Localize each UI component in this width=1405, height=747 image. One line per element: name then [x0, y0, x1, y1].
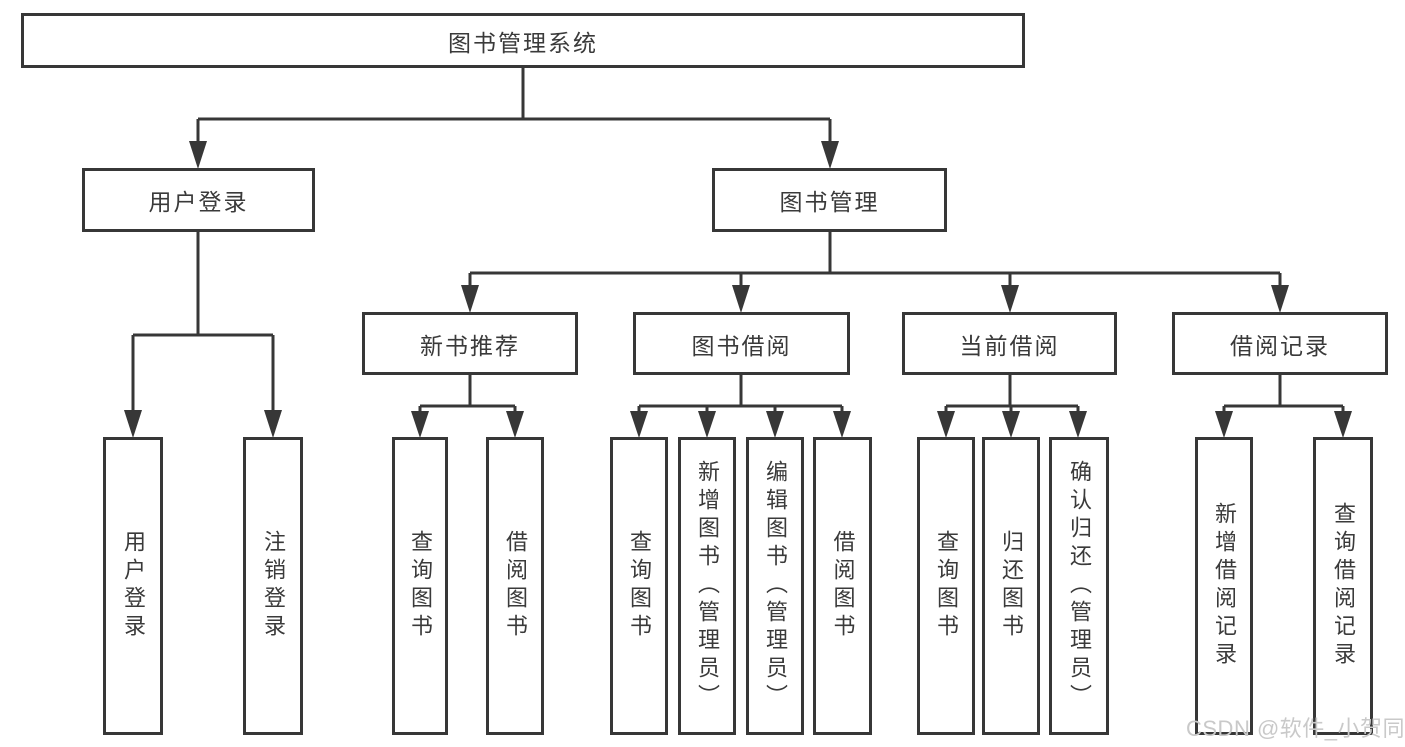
leaf-current-return-books: 归还图书 [982, 437, 1040, 735]
connector-root-to-level2 [196, 66, 832, 144]
leaf-records-add-record: 新增借阅记录 [1195, 437, 1253, 735]
leaf-newbooks-query-books: 查询图书 [392, 437, 448, 735]
node-root-label: 图书管理系统 [448, 29, 598, 56]
connector-bookmgmt-to-level3 [468, 231, 1282, 288]
csdn-watermark: CSDN @软件_小贺同学 [1186, 716, 1405, 741]
connector-userlogin-to-leaves [131, 231, 275, 413]
node-book-management: 图书管理 [712, 168, 947, 232]
leaf-borrow-edit-books-admin: 编辑图书（管理员） [746, 437, 804, 735]
node-user-login-label: 用户登录 [148, 189, 249, 215]
leaf-current-confirm-return-admin: 确认归还（管理员） [1049, 437, 1109, 735]
node-book-borrowing: 图书借阅 [633, 312, 850, 375]
node-root: 图书管理系统 [21, 13, 1025, 68]
connector-current-to-leaves [944, 374, 1080, 414]
connector-records-to-leaves [1222, 374, 1345, 414]
node-new-books: 新书推荐 [362, 312, 578, 375]
node-current-borrowing-label: 当前借阅 [959, 332, 1060, 359]
node-borrowing-records: 借阅记录 [1172, 312, 1388, 375]
leaf-borrow-add-books-admin: 新增图书（管理员） [678, 437, 736, 735]
leaf-records-query-record: 查询借阅记录 [1313, 437, 1373, 735]
connector-newbooks-to-leaves [418, 374, 517, 414]
node-current-borrowing: 当前借阅 [902, 312, 1117, 375]
node-user-login: 用户登录 [82, 168, 315, 232]
leaf-borrow-query-books: 查询图书 [610, 437, 668, 735]
leaf-borrow-borrow-books: 借阅图书 [813, 437, 872, 735]
leaf-logout: 注销登录 [243, 437, 303, 735]
leaf-newbooks-borrow-books: 借阅图书 [486, 437, 544, 735]
node-new-books-label: 新书推荐 [420, 332, 520, 359]
leaf-current-query-books: 查询图书 [917, 437, 975, 735]
node-book-borrowing-label: 图书借阅 [691, 332, 792, 359]
arrowheads [124, 141, 1352, 438]
node-book-management-label: 图书管理 [779, 189, 880, 215]
node-borrowing-records-label: 借阅记录 [1230, 332, 1330, 359]
connector-borrow-to-leaves [637, 374, 844, 414]
leaf-user-login: 用户登录 [103, 437, 163, 735]
